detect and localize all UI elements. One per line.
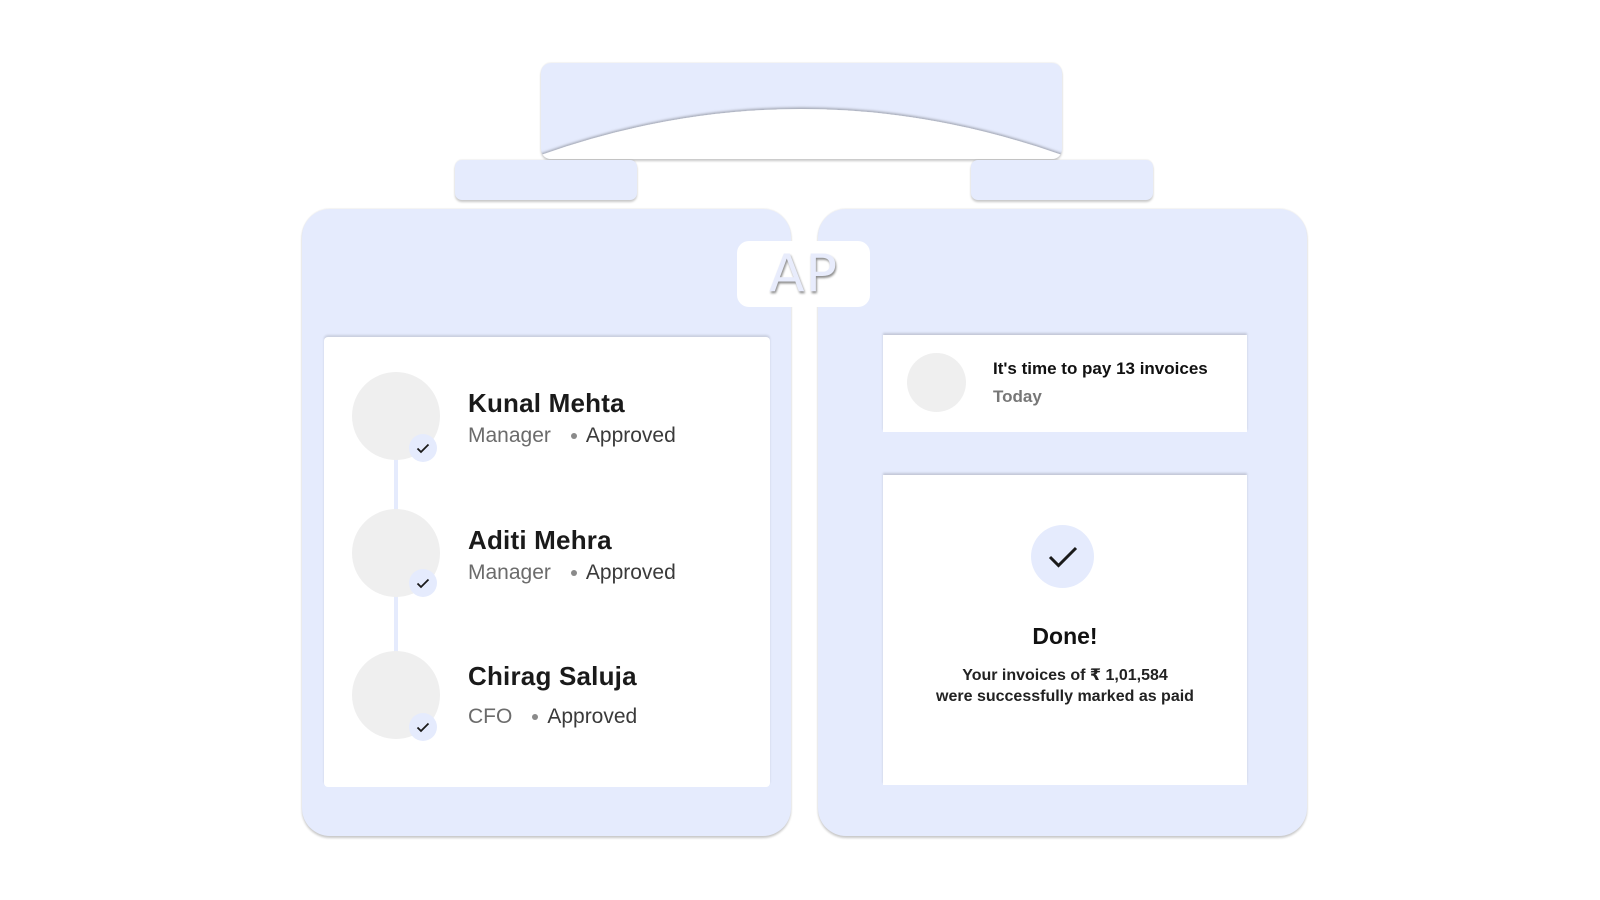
arch-curve bbox=[541, 109, 1062, 159]
timeline-connector bbox=[394, 445, 398, 515]
approver-row[interactable]: Kunal Mehta Manager Approved bbox=[352, 372, 752, 462]
separator-dot bbox=[570, 570, 577, 576]
approver-row[interactable]: Aditi Mehra Manager Approved bbox=[352, 509, 752, 599]
success-title: Done! bbox=[1032, 623, 1098, 649]
timeline-connector bbox=[394, 583, 398, 655]
separator-dot bbox=[532, 714, 539, 720]
left-tab-block bbox=[455, 160, 637, 200]
check-icon bbox=[1031, 525, 1094, 588]
approval-status: Approved bbox=[547, 705, 638, 728]
check-icon bbox=[409, 713, 437, 741]
approver-name: Aditi Mehra bbox=[468, 525, 612, 555]
approval-status: Approved bbox=[585, 561, 676, 584]
approver-name: Chirag Saluja bbox=[468, 661, 637, 691]
right-tab-block bbox=[971, 160, 1153, 200]
approvals-card: Kunal Mehta Manager Approved Aditi Mehra… bbox=[324, 337, 770, 787]
ap-badge: AP bbox=[737, 241, 870, 307]
avatar bbox=[907, 353, 966, 412]
approver-meta: CFO Approved bbox=[468, 705, 637, 729]
success-card: Done! Your invoices of ₹ 1,01,584 were s… bbox=[883, 475, 1247, 785]
check-icon bbox=[409, 434, 437, 462]
check-icon bbox=[409, 569, 437, 597]
approver-meta: Manager Approved bbox=[468, 561, 676, 585]
notification-time: Today bbox=[993, 387, 1042, 406]
approver-role: Manager bbox=[468, 561, 551, 584]
top-arch-block bbox=[541, 63, 1062, 159]
notification-title: It's time to pay 13 invoices bbox=[993, 359, 1208, 378]
approver-role: CFO bbox=[468, 705, 513, 728]
approval-status: Approved bbox=[585, 424, 676, 447]
approver-role: Manager bbox=[468, 424, 551, 447]
separator-dot bbox=[570, 433, 577, 439]
success-message-line1: Your invoices of ₹ 1,01,584 bbox=[962, 667, 1168, 684]
success-message-line2: were successfully marked as paid bbox=[936, 688, 1194, 705]
notification-card[interactable]: It's time to pay 13 invoices Today bbox=[883, 335, 1247, 432]
approver-meta: Manager Approved bbox=[468, 424, 676, 448]
approver-name: Kunal Mehta bbox=[468, 388, 625, 418]
success-message: Your invoices of ₹ 1,01,584 were success… bbox=[883, 665, 1247, 707]
approver-row[interactable]: Chirag Saluja CFO Approved bbox=[352, 651, 752, 741]
